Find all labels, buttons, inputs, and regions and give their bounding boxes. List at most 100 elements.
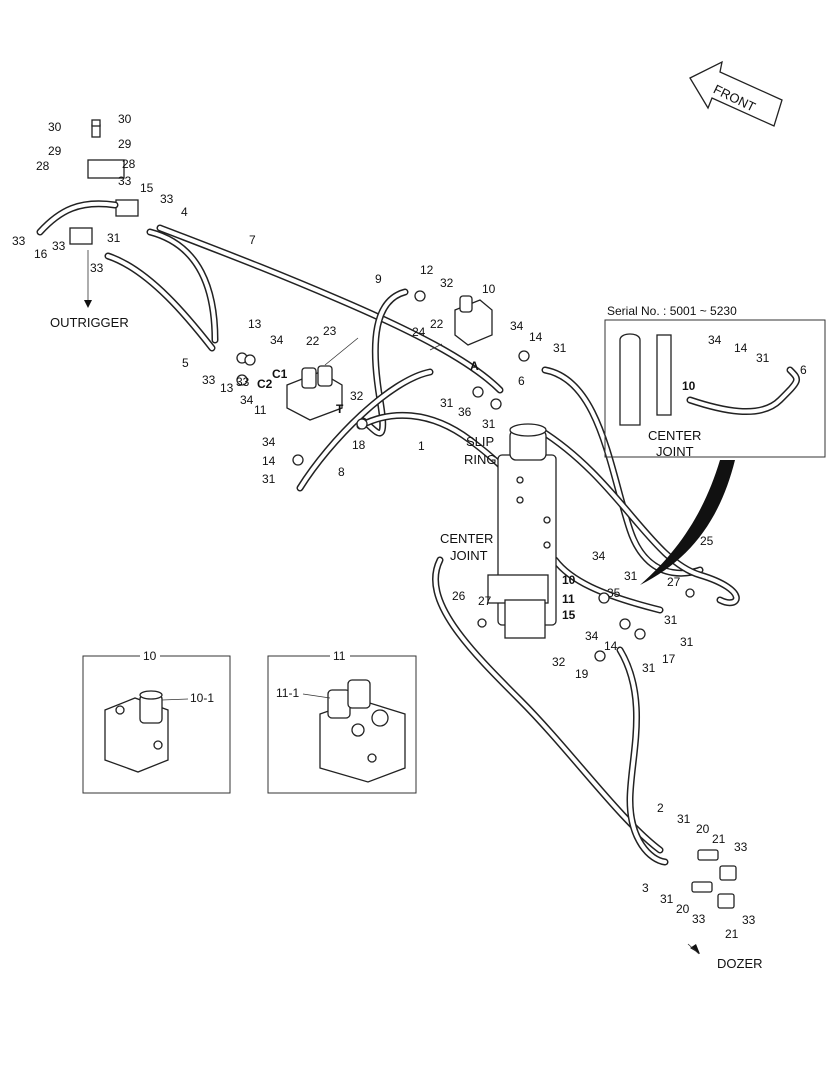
callout-1: 1 [418, 439, 425, 453]
caption-slip-ring-2: RING [464, 452, 497, 467]
callout-8: 8 [338, 465, 345, 479]
bracket-cluster [36, 119, 139, 308]
callout-12: 12 [420, 263, 434, 277]
callout-31: 31 [677, 812, 691, 826]
hose-lines [104, 224, 740, 866]
callout-33: 33 [52, 239, 66, 253]
callout-10: 10 [682, 379, 696, 393]
callout-31: 31 [756, 351, 770, 365]
callout-a: A [470, 359, 479, 373]
callout-14: 14 [262, 454, 276, 468]
caption-inset-center-1: CENTER [648, 428, 701, 443]
callout-32: 32 [552, 655, 566, 669]
callout-6: 6 [800, 363, 807, 377]
callout-17: 17 [662, 652, 676, 666]
callout-20: 20 [676, 902, 690, 916]
callout-t: T [336, 402, 344, 416]
callout-25: 25 [700, 534, 714, 548]
callout-33: 33 [734, 840, 748, 854]
callout-18: 18 [352, 438, 366, 452]
callout-30: 30 [118, 112, 132, 126]
callout-14: 14 [529, 330, 543, 344]
callout-29: 29 [48, 144, 62, 158]
callout-22: 22 [430, 317, 444, 331]
callout-33: 33 [742, 913, 756, 927]
callout-28: 28 [36, 159, 50, 173]
valve-block-10 [454, 295, 493, 346]
callout-35: 35 [607, 586, 621, 600]
callout-24: 24 [412, 325, 426, 339]
detail-box-10-title: 10 [143, 649, 157, 663]
callout-22: 22 [306, 334, 320, 348]
center-joint [487, 423, 557, 639]
callout-c2: C2 [257, 377, 273, 391]
callout-16: 16 [34, 247, 48, 261]
callout-14: 14 [604, 639, 618, 653]
callout-15: 15 [140, 181, 154, 195]
small-fittings [236, 290, 695, 662]
caption-dozer: DOZER [717, 956, 763, 971]
callout-31: 31 [664, 613, 678, 627]
callout-36: 36 [458, 405, 472, 419]
callout-4: 4 [181, 205, 188, 219]
callout-23: 23 [323, 324, 337, 338]
detail-box-10-part: 10-1 [190, 691, 214, 705]
callout-21: 21 [712, 832, 726, 846]
callout-20: 20 [696, 822, 710, 836]
callout-11: 11 [254, 403, 267, 417]
dozer-fittings [687, 849, 737, 955]
front-arrow: FRONT [689, 60, 783, 127]
callout-33: 33 [90, 261, 104, 275]
valve-block-11 [286, 365, 343, 421]
callout-11: 11 [562, 592, 575, 606]
callout-10: 10 [482, 282, 496, 296]
captions: OUTRIGGER DOZER SLIP RING CENTER JOINT C… [50, 304, 763, 971]
callout-19: 19 [575, 667, 589, 681]
callout-15: 15 [562, 608, 576, 622]
detail-box-11 [267, 655, 417, 794]
callout-27: 27 [667, 575, 681, 589]
callout-10: 10 [562, 573, 576, 587]
callout-2: 2 [657, 801, 664, 815]
callout-31: 31 [107, 231, 121, 245]
callout-3: 3 [642, 881, 649, 895]
callout-34: 34 [592, 549, 606, 563]
callout-13: 13 [220, 381, 234, 395]
callout-33: 33 [236, 375, 250, 389]
callout-7: 7 [249, 233, 256, 247]
callout-32: 32 [440, 276, 454, 290]
callout-31: 31 [262, 472, 276, 486]
callout-34: 34 [585, 629, 599, 643]
callout-34: 34 [510, 319, 524, 333]
callout-c1: C1 [272, 367, 288, 381]
callout-33: 33 [12, 234, 26, 248]
callout-33: 33 [692, 912, 706, 926]
callout-13: 13 [248, 317, 262, 331]
callout-33: 33 [202, 373, 216, 387]
callout-34: 34 [270, 333, 284, 347]
callout-31: 31 [660, 892, 674, 906]
callout-30: 30 [48, 120, 62, 134]
caption-center-joint-2: JOINT [450, 548, 488, 563]
callout-27: 27 [478, 594, 492, 608]
callout-33: 33 [160, 192, 174, 206]
caption-center-joint-1: CENTER [440, 531, 493, 546]
callout-5: 5 [182, 356, 189, 370]
detail-box-10 [82, 655, 231, 794]
callout-34: 34 [708, 333, 722, 347]
callout-34: 34 [240, 393, 254, 407]
serial-label: Serial No. : 5001 ~ 5230 [607, 304, 737, 318]
callout-31: 31 [440, 396, 454, 410]
callout-9: 9 [375, 272, 382, 286]
callout-31: 31 [553, 341, 567, 355]
callout-6: 6 [518, 374, 525, 388]
detail-titles: 10 10-1 11 11-1 [140, 649, 350, 705]
callout-31: 31 [624, 569, 638, 583]
callout-26: 26 [452, 589, 466, 603]
detail-box-11-part: 11-1 [276, 686, 299, 700]
callout-32: 32 [350, 389, 364, 403]
callout-31: 31 [642, 661, 656, 675]
caption-outrigger: OUTRIGGER [50, 315, 129, 330]
caption-slip-ring-1: SLIP [466, 434, 494, 449]
